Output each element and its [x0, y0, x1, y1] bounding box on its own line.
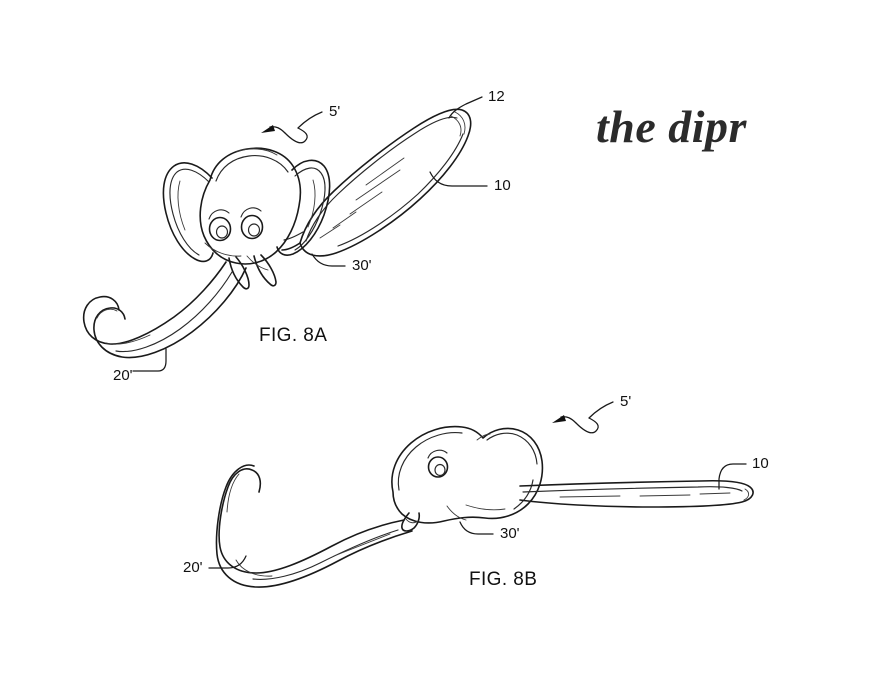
numeral-10-b: 10 — [752, 455, 769, 472]
figure-8a-caption: FIG. 8A — [259, 325, 327, 346]
callout-30prime-8a — [311, 253, 346, 267]
spoon-neck-8a — [281, 231, 304, 251]
elephant-trunk-8b — [215, 464, 413, 588]
figure-8a-group: 12 10 5' 30' 20' FIG. 8A — [82, 88, 511, 384]
numeral-20prime-b: 20' — [183, 559, 203, 576]
numeral-5prime-b: 5' — [620, 393, 631, 410]
elephant-head-8a — [162, 147, 331, 290]
callout-10-8a — [429, 171, 488, 187]
callout-30prime-8b — [459, 521, 494, 535]
callout-10-8b — [718, 463, 747, 490]
elephant-trunk-8a — [82, 261, 247, 359]
tusks-8a — [228, 254, 277, 290]
numeral-5prime-a: 5' — [329, 103, 340, 120]
spoon-bowl-8a — [299, 108, 472, 257]
numeral-30prime-a: 30' — [352, 257, 372, 274]
figure-8b-caption: FIG. 8B — [469, 569, 537, 590]
numeral-10-a: 10 — [494, 177, 511, 194]
callout-20prime-8b — [208, 555, 247, 569]
eye-left-8a — [208, 209, 232, 242]
elephant-head-8b — [391, 425, 544, 532]
eye-right-8a — [240, 207, 264, 240]
eye-8b — [427, 449, 449, 478]
callout-5prime-8a — [261, 111, 323, 144]
numeral-12: 12 — [488, 88, 505, 105]
numeral-30prime-b: 30' — [500, 525, 520, 542]
callout-20prime-8a — [132, 348, 167, 372]
figure-8b-group: 5' 10 30' 20' FIG. 8B — [183, 393, 769, 590]
numeral-20prime-a: 20' — [113, 367, 133, 384]
spoon-handle-8b — [519, 479, 754, 508]
callout-5prime-8b — [552, 401, 614, 434]
callout-12-8a — [448, 96, 483, 119]
brand-wordmark: the dipr — [596, 101, 747, 152]
